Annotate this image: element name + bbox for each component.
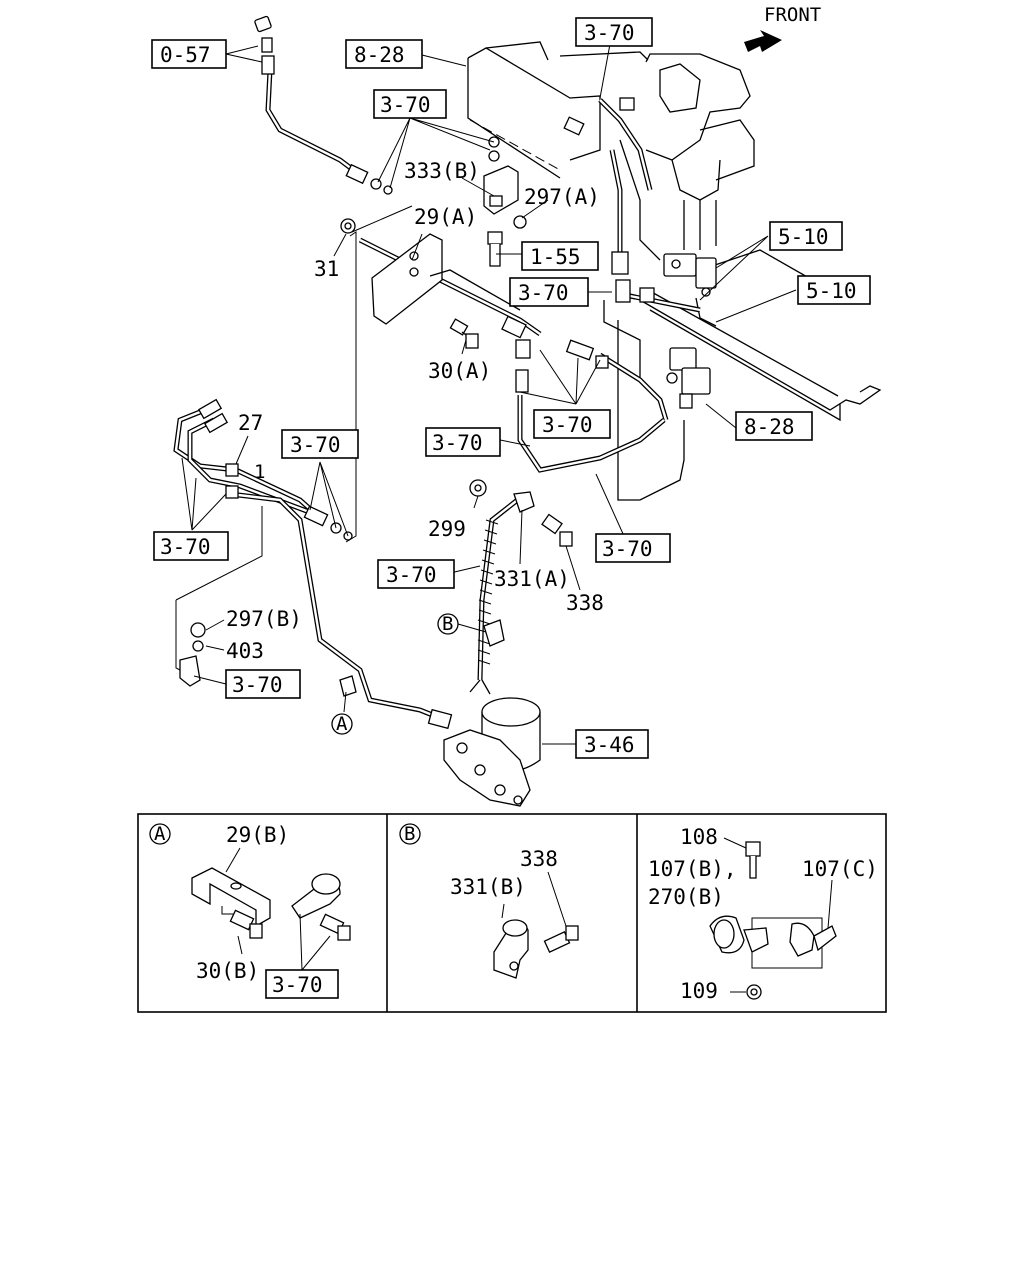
inset-c-part-270b: 270(B) [648,885,724,909]
ref-3-70-h: 3-70 [595,533,671,563]
part-30a: 30(A) [428,359,491,383]
part-27: 27 [238,411,263,435]
chassis-frame [467,41,882,501]
svg-text:B: B [442,613,453,635]
part-1: 1 [254,461,265,483]
bracket-29a [371,233,521,325]
svg-text:3-70: 3-70 [232,673,283,697]
inset-c: 108 107(B), 107(C) 270(B) 109 [648,825,878,1003]
svg-text:A: A [336,713,348,735]
inset-c-part-107c: 107(C) [802,857,878,881]
ref-3-70-b: 3-70 [373,89,447,119]
part-31: 31 [314,257,339,281]
marker-b-circle: B [437,613,459,635]
inset-b: B 338 331(B) [399,823,579,979]
ref-3-70-c: 3-70 [509,277,589,307]
svg-text:3-70: 3-70 [584,21,635,45]
svg-text:5-10: 5-10 [806,279,857,303]
svg-text:3-46: 3-46 [584,733,635,757]
inset-a-part-29b: 29(B) [226,823,289,847]
bracket-297b-assembly [179,619,505,697]
part-29a: 29(A) [414,205,477,229]
ref-3-70-e: 3-70 [425,427,501,457]
svg-text:3-70: 3-70 [290,433,341,457]
part-297a: 297(A) [524,185,600,209]
svg-text:3-70: 3-70 [432,431,483,455]
bracket-333b-assembly [483,136,527,267]
ref-1-55: 1-55 [521,241,599,271]
valve-assembly-lower [666,347,711,409]
inset-a-part-30b: 30(B) [196,959,259,983]
inset-frame [137,813,887,1013]
front-label: FRONT [764,4,821,26]
svg-text:B: B [404,823,415,845]
ref-8-28-top: 8-28 [345,39,423,69]
part-333b: 333(B) [404,159,480,183]
inset-c-part-107b: 107(B), [648,857,737,881]
ref-5-10-b: 5-10 [797,275,871,305]
air-pipes [173,69,701,721]
part-297b: 297(B) [226,607,302,631]
part-338: 338 [566,591,604,615]
bolt-30a [449,318,479,349]
svg-text:8-28: 8-28 [744,415,795,439]
leader-lines [175,43,797,745]
ref-3-70-i: 3-70 [377,559,455,589]
inset-b-part-338: 338 [520,847,558,871]
valve-assembly-upper [663,253,717,327]
inset-b-part-331b: 331(B) [450,875,526,899]
part-331a: 331(A) [494,567,570,591]
pipe-fittings [197,15,655,730]
pipe-protector-sleeve [477,519,499,665]
ref-3-70-g: 3-70 [153,531,229,561]
part-299: 299 [428,517,466,541]
ref-3-70-j: 3-70 [225,669,301,699]
svg-text:3-70: 3-70 [518,281,569,305]
svg-text:5-10: 5-10 [778,225,829,249]
svg-text:8-28: 8-28 [354,43,405,67]
svg-text:1-55: 1-55 [530,245,581,269]
air-dryer-unit [443,697,541,807]
ref-3-70-d: 3-70 [533,409,611,439]
ref-5-10-a: 5-10 [769,221,843,251]
front-arrow-icon [744,30,782,52]
ref-3-70-f: 3-70 [281,429,359,459]
svg-text:3-70: 3-70 [386,563,437,587]
svg-text:0-57: 0-57 [160,43,211,67]
ref-3-46: 3-46 [575,729,649,759]
svg-text:3-70: 3-70 [542,413,593,437]
svg-text:3-70: 3-70 [380,93,431,117]
marker-a-circle: A [331,713,353,735]
ref-8-28-right: 8-28 [735,411,813,441]
inset-a-ref: 3-70 [272,973,323,997]
inset-c-part-109: 109 [680,979,718,1003]
inset-c-part-108: 108 [680,825,718,849]
svg-text:3-70: 3-70 [160,535,211,559]
ref-0-57: 0-57 [151,39,227,69]
svg-text:3-70: 3-70 [602,537,653,561]
svg-text:A: A [154,823,166,845]
inset-a: A 29(B) 30(B) 3-70 [149,823,351,999]
part-403: 403 [226,639,264,663]
ref-3-70-top: 3-70 [575,17,653,47]
